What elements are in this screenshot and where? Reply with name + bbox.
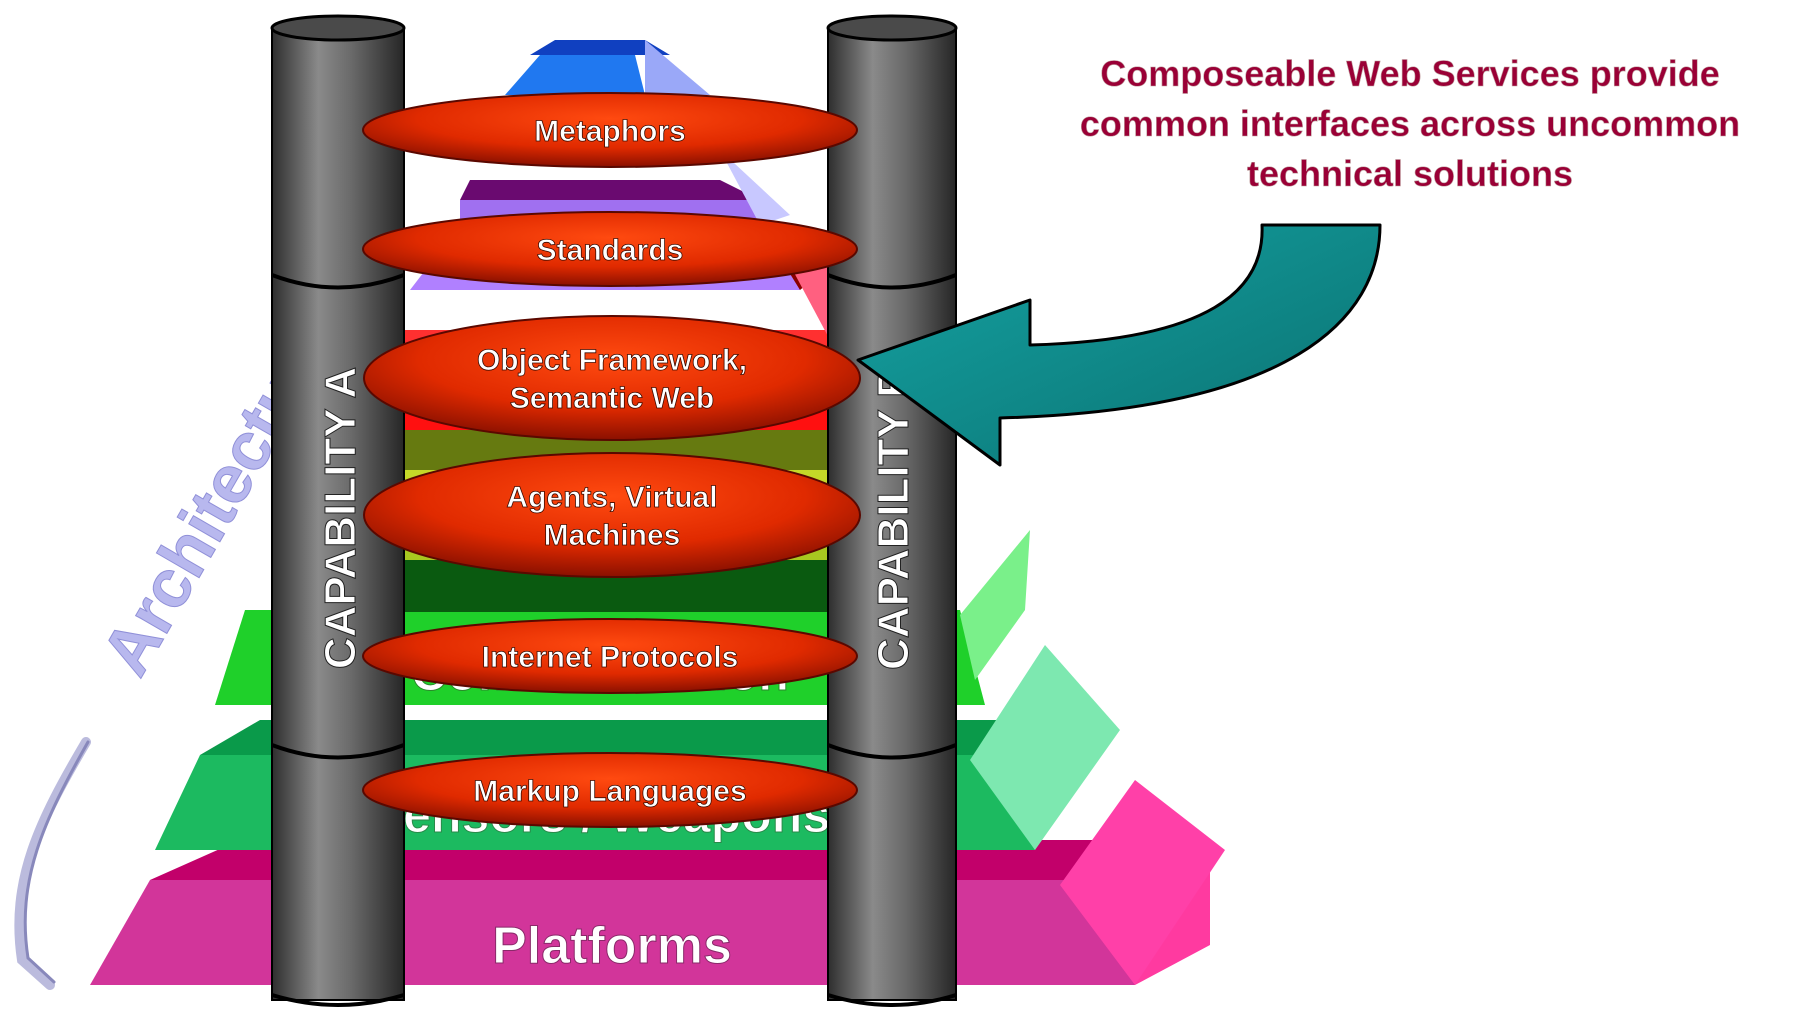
layer-internet-protocols: Internet Protocols	[362, 618, 858, 694]
callout-line-1: Composeable Web Services provide	[1100, 53, 1720, 94]
decorative-curve	[14, 737, 91, 990]
agents-label-line-1: Agents, Virtual	[506, 481, 717, 514]
layer-standards: Standards	[362, 211, 858, 287]
callout-arrow	[856, 223, 1382, 467]
callout-text: Composeable Web Services provide common …	[1080, 53, 1741, 195]
callout-line-2: common interfaces across uncommon	[1080, 103, 1740, 144]
internet-protocols-ellipse	[362, 618, 858, 694]
platforms-label: Platforms	[492, 917, 732, 975]
object-framework-label-line-1: Object Framework,	[477, 344, 747, 377]
decorative-curve-inner	[23, 740, 90, 984]
layer-metaphors: Metaphors	[362, 92, 858, 168]
internet-protocols-label-line-1: Internet Protocols	[482, 641, 739, 674]
capability-b-label: CAPABILITY B	[869, 366, 918, 670]
markup-languages-label-line-1: Markup Languages	[473, 775, 746, 808]
standards-label-line-1: Standards	[537, 234, 684, 267]
layer-markup-languages: Markup Languages	[362, 752, 858, 828]
agents-label-line-2: Machines	[544, 519, 681, 552]
object-framework-ellipse	[363, 315, 861, 441]
metaphors-label-line-1: Metaphors	[534, 115, 686, 148]
callout-line-3: technical solutions	[1247, 153, 1573, 194]
standards-ellipse	[362, 211, 858, 287]
layer-object-framework: Object Framework, Semantic Web	[363, 315, 861, 441]
object-framework-label-line-2: Semantic Web	[510, 382, 715, 415]
markup-languages-ellipse	[362, 752, 858, 828]
metaphors-ellipse	[362, 92, 858, 168]
capability-a-label: CAPABILITY A	[316, 367, 365, 669]
agents-ellipse	[363, 452, 861, 578]
